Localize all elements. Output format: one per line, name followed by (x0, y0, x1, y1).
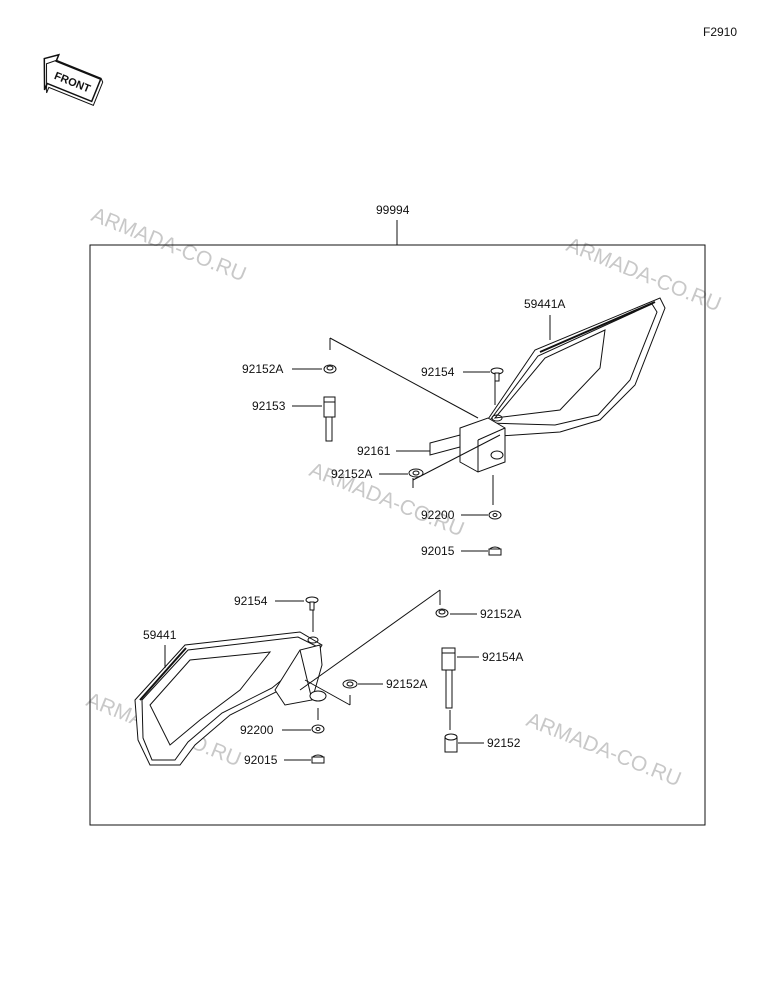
plate-top (429, 434, 461, 456)
screw-top (490, 367, 504, 382)
screw-bottom (305, 596, 319, 611)
washer-b-top (488, 510, 502, 520)
label-plate-top: 92161 (357, 444, 391, 458)
label-screw-bottom: 92154 (234, 594, 268, 608)
label-nut-bottom: 92015 (244, 753, 278, 767)
label-washer-bottom: 92152A (386, 677, 427, 691)
label-mirror-right: 59441A (524, 297, 565, 311)
mirror-right (459, 297, 666, 473)
washer-top (408, 468, 424, 478)
washer-b-bottom (311, 724, 325, 734)
nut-bottom (311, 754, 325, 764)
label-mirror-left: 59441 (143, 628, 177, 642)
nut-cap-bottom (435, 608, 449, 618)
label-nut-cap-bottom: 92152A (480, 607, 521, 621)
label-nut-top: 92015 (421, 544, 455, 558)
stud-top (323, 396, 336, 442)
nut-cap-top (323, 364, 337, 374)
assembly-frame (89, 244, 706, 826)
nut-top (488, 546, 502, 556)
leader (299, 589, 441, 691)
leader (329, 337, 479, 419)
watermark: ARMADA-CO.RU (523, 708, 684, 791)
label-washer-top: 92152A (331, 467, 372, 481)
spacer-bottom (444, 733, 458, 753)
label-screw-top: 92154 (421, 365, 455, 379)
label-spacer-bottom: 92152 (487, 736, 521, 750)
label-washer-b-top: 92200 (421, 508, 455, 522)
assembly-label: 99994 (376, 203, 410, 217)
label-nut-cap-top: 92152A (242, 362, 283, 376)
watermark: ARMADA-CO.RU (563, 233, 724, 316)
leader (304, 679, 351, 706)
washer-bottom (342, 679, 358, 689)
label-washer-b-bottom: 92200 (240, 723, 274, 737)
stud-bottom (441, 647, 456, 709)
label-stud-bottom: 92154A (482, 650, 523, 664)
mirror-left (134, 631, 327, 766)
label-stud-top: 92153 (252, 399, 286, 413)
figure-code: F2910 (703, 25, 737, 39)
front-arrow-icon: FRONT (43, 53, 104, 106)
leader (412, 434, 501, 481)
